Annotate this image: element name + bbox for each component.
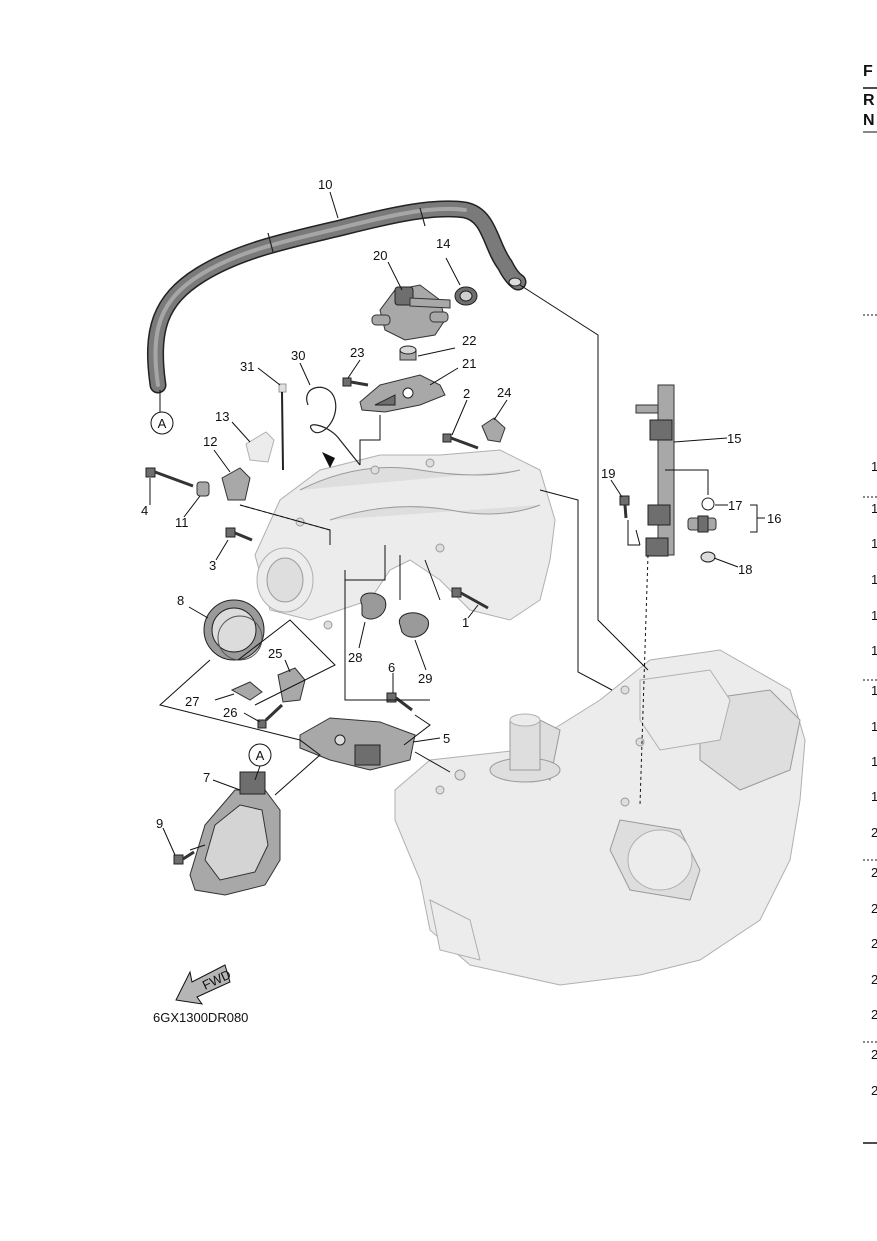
bolt-part-2: [442, 433, 479, 450]
circle-ref-label: A: [256, 748, 265, 763]
callout-18: 18: [738, 562, 752, 577]
clip-part-27: [230, 681, 263, 701]
edge-digit: 1: [871, 459, 877, 474]
edge-digit: 1: [871, 719, 877, 734]
callout-13: 13: [215, 409, 229, 424]
callout-15: 15: [727, 431, 741, 446]
edge-digit: 1: [871, 572, 877, 587]
edge-digit: 1: [871, 536, 877, 551]
callout-3: 3: [209, 558, 216, 573]
bolt-part-23: [342, 377, 369, 387]
bolt-part-6: [386, 692, 413, 712]
engine-block: [394, 649, 806, 986]
bracket-part-21: [359, 374, 446, 413]
bolt-part-3: [225, 527, 253, 542]
bracket-part-12: [221, 467, 251, 501]
callout-labels: 1 2 3 4 5 6 7 8 9 10 11 12 13 14 15 16 1…: [141, 177, 781, 831]
edge-digit: 2: [871, 936, 877, 951]
edge-digit: 1: [871, 683, 877, 698]
clamp-part-24: [481, 417, 506, 443]
edge-header-letter: F: [863, 63, 873, 80]
clamp-part-28: [360, 592, 387, 620]
edge-digit: 2: [871, 972, 877, 987]
callout-5: 5: [443, 731, 450, 746]
callout-23: 23: [350, 345, 364, 360]
clamp-part-29: [398, 612, 429, 638]
callout-7: 7: [203, 770, 210, 785]
reference-circle-a-top: A: [150, 390, 174, 435]
collar-part-22: [399, 345, 417, 361]
valve-part-20: [371, 284, 451, 341]
bracket-part-25: [277, 667, 306, 703]
injector-part-16: [687, 515, 717, 533]
callout-4: 4: [141, 503, 148, 518]
edge-digit: 1: [871, 501, 877, 516]
edge-digit: 2: [871, 865, 877, 880]
edge-digit: 1: [871, 608, 877, 623]
callout-30: 30: [291, 348, 305, 363]
callout-1: 1: [462, 615, 469, 630]
callout-9: 9: [156, 816, 163, 831]
callout-27: 27: [185, 694, 199, 709]
edge-digit: 2: [871, 1083, 877, 1098]
callout-14: 14: [436, 236, 450, 251]
edge-header-letter: N: [863, 112, 875, 129]
bolt-part-26: [257, 703, 284, 729]
edge-digit: 1: [871, 643, 877, 658]
bolt-part-4: [145, 467, 194, 488]
edge-digit: 2: [871, 901, 877, 916]
bolt-part-19: [619, 495, 630, 519]
callout-19: 19: [601, 466, 615, 481]
callout-12: 12: [203, 434, 217, 449]
fwd-label: FWD: [200, 967, 233, 993]
seal-part-18: [700, 551, 716, 563]
diagram-code: 6GX1300DR080: [153, 1010, 248, 1025]
seal-part-8: [203, 599, 265, 661]
band-part-30: [306, 386, 361, 468]
callout-8: 8: [177, 593, 184, 608]
edge-header-letter: R: [863, 92, 875, 109]
callout-10: 10: [318, 177, 332, 192]
callout-31: 31: [240, 359, 254, 374]
edge-digit: 1: [871, 754, 877, 769]
callout-25: 25: [268, 646, 282, 661]
callout-29: 29: [418, 671, 432, 686]
clip-part-13: [245, 431, 275, 463]
hose-part-10: [147, 200, 527, 394]
callout-2: 2: [463, 386, 470, 401]
callout-6: 6: [388, 660, 395, 675]
edge-digit: 1: [871, 789, 877, 804]
callout-24: 24: [497, 385, 511, 400]
grommet-part-11: [196, 481, 210, 497]
edge-digit: 2: [871, 1047, 877, 1062]
edge-digit: 2: [871, 1007, 877, 1022]
throttle-body-part-5: [299, 717, 416, 771]
callout-16: 16: [767, 511, 781, 526]
intake-manifold: [254, 449, 556, 630]
callout-22: 22: [462, 333, 476, 348]
callout-20: 20: [373, 248, 387, 263]
tie-part-31: [278, 383, 287, 471]
callout-17: 17: [728, 498, 742, 513]
bolt-part-1: [451, 587, 489, 610]
reference-circle-a-bottom: A: [248, 743, 272, 781]
silencer-part-7: [189, 771, 281, 896]
edge-digit: 2: [871, 825, 877, 840]
bolt-part-9: [173, 850, 195, 865]
callout-21: 21: [462, 356, 476, 371]
circle-ref-label: A: [158, 416, 167, 431]
callout-11: 11: [175, 515, 189, 530]
cap-part-14: [454, 286, 478, 306]
callout-26: 26: [223, 705, 237, 720]
right-edge-table: F R N 1 1 1 1 1 1 1 1 1 1 2 2 2 2 2 2 2 …: [863, 63, 877, 1144]
callout-28: 28: [348, 650, 362, 665]
forward-direction-arrow: FWD: [175, 964, 233, 1005]
assembly-lines: [149, 191, 765, 856]
oring-part-17: [701, 497, 715, 511]
